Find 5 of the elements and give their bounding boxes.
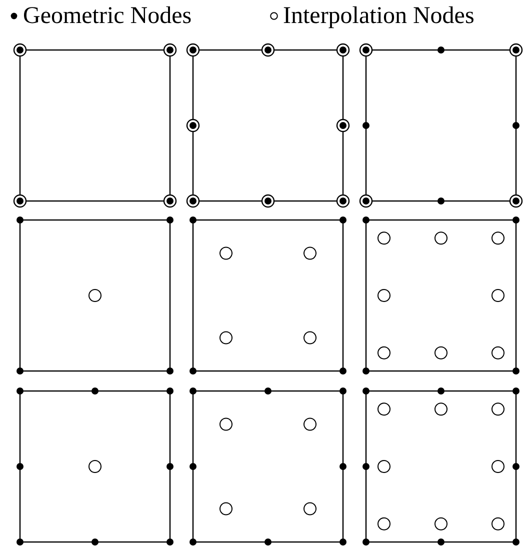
legend-label: Geometric Nodes	[23, 2, 192, 31]
element-drawing	[358, 42, 524, 209]
element-drawing	[185, 42, 351, 209]
element-drawing	[12, 42, 178, 209]
legend-label: Interpolation Nodes	[283, 2, 474, 31]
